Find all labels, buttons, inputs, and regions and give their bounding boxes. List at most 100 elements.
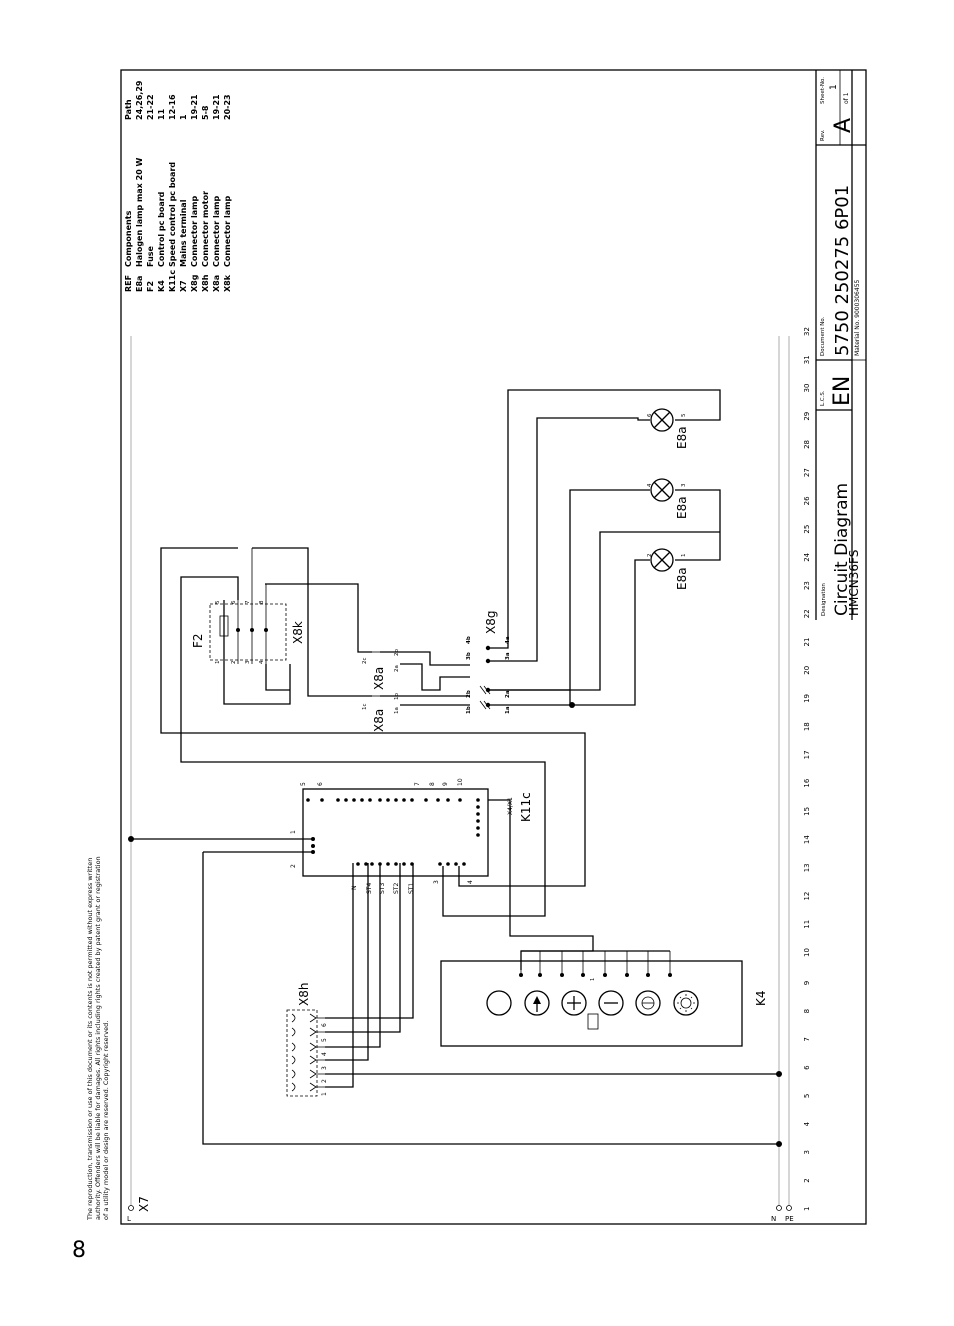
label-k11c: K11c [519,792,533,822]
label-k11c-x4: X4/X1 [507,797,514,815]
table-cell-path: 19-21 [212,94,221,120]
junction-dots [128,645,782,1147]
terminal-dot [446,798,450,802]
x8g-pin-4b: 4b [466,636,472,644]
document-number: 5750 250275 6P01 [832,185,853,356]
diagram-title: Circuit Diagram [832,483,852,616]
document-no-label: Document No. [820,316,826,356]
terminal-dot [462,862,466,866]
x8h-pin-1: 1 [321,1092,328,1096]
x8g-pin-2a: 2a [505,690,511,698]
path-number: 3 [803,1150,811,1154]
x8k-pin-1: 1 [215,661,221,665]
x8k-pin-8: 8 [259,600,265,604]
path-number: 28 [803,440,811,449]
terminal-dot [394,798,398,802]
label-x8a-2: X8a [372,709,386,732]
path-number: 7 [803,1037,811,1041]
components-table: REF Components Path E8a Halogen lamp max… [124,80,232,292]
f2-x8k-connector: F2 X8k 5 6 7 8 1 2 3 4 [191,548,305,664]
x8h-pin-5: 5 [321,1038,328,1042]
terminal-dot [446,862,450,866]
terminal-dot [370,862,374,866]
drawing-frame [120,69,867,1225]
lamp-e8a-2: E8a 4 3 [647,478,689,519]
terminal-dot [424,798,428,802]
intensive-button-icon [635,990,661,1016]
table-cell-component: Fuse [146,245,155,267]
k4-board: K4 1 [440,951,768,1047]
label-k4: K4 [754,990,768,1006]
lamp-e8a-1: E8a 2 1 [647,548,689,590]
path-number: 30 [803,384,811,393]
label-e8a-3: E8a [675,426,689,449]
path-number: 13 [803,863,811,872]
x8a-pin-1c: 1c [362,703,368,710]
terminal-dot [386,798,390,802]
terminal-dot [368,798,372,802]
terminal-dot [410,862,414,866]
k4-pin-1: 1 [590,978,596,981]
k11c-pin-st3: ST3 [379,883,386,894]
table-header-components: Components [124,210,133,267]
table-cell-component: Halogen lamp max 20 W [135,157,144,267]
x8k-pin-6: 6 [231,600,237,604]
language-code: EN [830,376,855,406]
connector-pin [291,1042,325,1052]
path-number: 15 [803,807,811,816]
x8k-pin-3: 3 [245,660,251,664]
label-x8k: X8k [291,621,305,644]
path-number: 14 [803,835,811,844]
rail-label-pe: PE [785,1215,794,1223]
label-x7: X7 [137,1196,151,1212]
x8h-connector: X8h 1 2 3 4 5 6 [286,983,328,1097]
x8k-pin-4: 4 [259,660,265,664]
x8h-pin-4: 4 [321,1052,328,1056]
path-number: 27 [803,468,811,477]
table-cell-ref: X8a [212,275,221,292]
label-x8g: X8g [484,611,498,634]
table-cell-ref: K4 [157,280,166,292]
terminal-dot [402,798,406,802]
x8h-pin-3: 3 [321,1066,328,1070]
fan-button-icon [524,990,550,1016]
path-number: 17 [803,750,811,759]
minus-button-icon [598,990,624,1016]
terminal-dot [364,862,368,866]
x8g-pin-1b: 1b [466,706,472,714]
label-x8h: X8h [297,983,311,1006]
terminal-dot [344,798,348,802]
terminal-dot [458,798,462,802]
path-number: 31 [803,355,811,364]
x8g-connector: X8g 1b 2b 1a 2a 3b 4b 3a 4a [466,611,511,714]
model-number: HMCN36FS [847,550,861,616]
label-x8a-1: X8a [372,667,386,690]
table-cell-ref: E8a [135,276,144,292]
lamp-icon [650,478,674,502]
x8g-pin-2b: 2b [466,690,472,698]
k11c-pin-n: N [351,886,358,891]
k11c-pin-4: 4 [467,880,474,884]
path-number: 21 [803,638,811,647]
terminal-dot [386,862,390,866]
path-number: 29 [803,412,811,421]
sheet-of: of 1 [843,92,850,104]
connector-pin [291,1013,325,1023]
k11c-pin-1: 1 [290,830,297,834]
x8a-pin-2c: 2c [362,657,368,664]
k11c-pin-10: 10 [457,778,464,786]
k11c-pin-6: 6 [317,782,324,786]
terminal-dot [320,798,324,802]
path-number: 26 [803,496,811,505]
designation-label: Designation [821,583,827,616]
power-rails: L N PE [127,336,794,1223]
x8k-pin-2: 2 [231,661,237,665]
table-cell-path: 20-23 [223,94,232,120]
table-cell-ref: K11c [168,270,177,292]
power-button-icon [486,990,512,1016]
copyright-line-1: The reproduction, transmission or use of… [86,858,94,1221]
terminal-dot [356,862,360,866]
rail-label-l: L [127,1215,131,1223]
x8k-pin-7: 7 [245,600,251,604]
